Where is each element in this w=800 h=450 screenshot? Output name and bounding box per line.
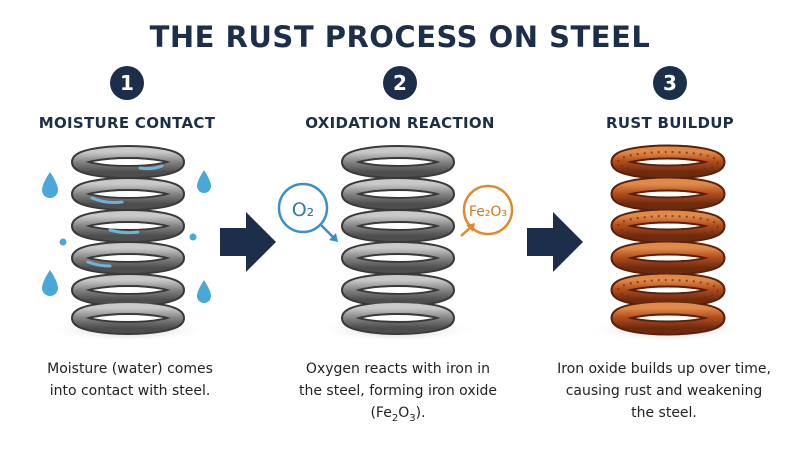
water-dot-icon: [59, 238, 67, 246]
description-line: Oxygen reacts with iron in: [305, 361, 491, 377]
iron-oxide-molecule: Fe₂O₃: [460, 184, 514, 237]
description-line: the steel.: [631, 405, 697, 421]
step-1: 1 MOISTURE CONTACT: [7, 66, 247, 132]
water-drop-icon: [197, 170, 211, 193]
description-line: causing rust and weakening: [565, 383, 763, 399]
step-label: OXIDATION REACTION: [305, 114, 495, 132]
water-drop-icon: [42, 172, 58, 198]
steel-spring-wet: [71, 145, 185, 335]
step-number-badge: 3: [653, 66, 687, 100]
water-droplets: [42, 170, 211, 303]
description-line: into contact with steel.: [49, 383, 211, 399]
arrow-right-icon: [527, 212, 583, 272]
water-drop-icon: [197, 280, 211, 303]
water-drop-icon: [42, 270, 58, 296]
oxygen-molecule: O₂: [277, 182, 338, 242]
arrow-right-icon: [220, 212, 276, 272]
step-3-description: Iron oxide builds up over time, causing …: [534, 358, 794, 424]
oxygen-label: O₂: [292, 199, 315, 221]
description-line: Moisture (water) comes: [47, 361, 213, 377]
description-formula: (Fe2O3).: [370, 405, 426, 424]
step-1-description: Moisture (water) comes into contact with…: [0, 358, 260, 402]
water-dot-icon: [189, 233, 197, 241]
step-number-badge: 1: [110, 66, 144, 100]
description-line: the steel, forming iron oxide: [298, 383, 497, 399]
iron-oxide-label: Fe₂O₃: [469, 204, 507, 220]
step-2: 2 OXIDATION REACTION: [280, 66, 520, 132]
step-label: RUST BUILDUP: [606, 114, 734, 132]
step-label: MOISTURE CONTACT: [38, 114, 216, 132]
step-2-description: Oxygen reacts with iron in the steel, fo…: [268, 358, 528, 430]
steel-spring: [341, 145, 455, 335]
rusty-spring: [610, 144, 726, 336]
description-line: Iron oxide builds up over time,: [557, 361, 771, 377]
page-title: THE RUST PROCESS ON STEEL: [149, 20, 651, 54]
step-number-badge: 2: [383, 66, 417, 100]
step-3: 3 RUST BUILDUP: [550, 66, 790, 132]
